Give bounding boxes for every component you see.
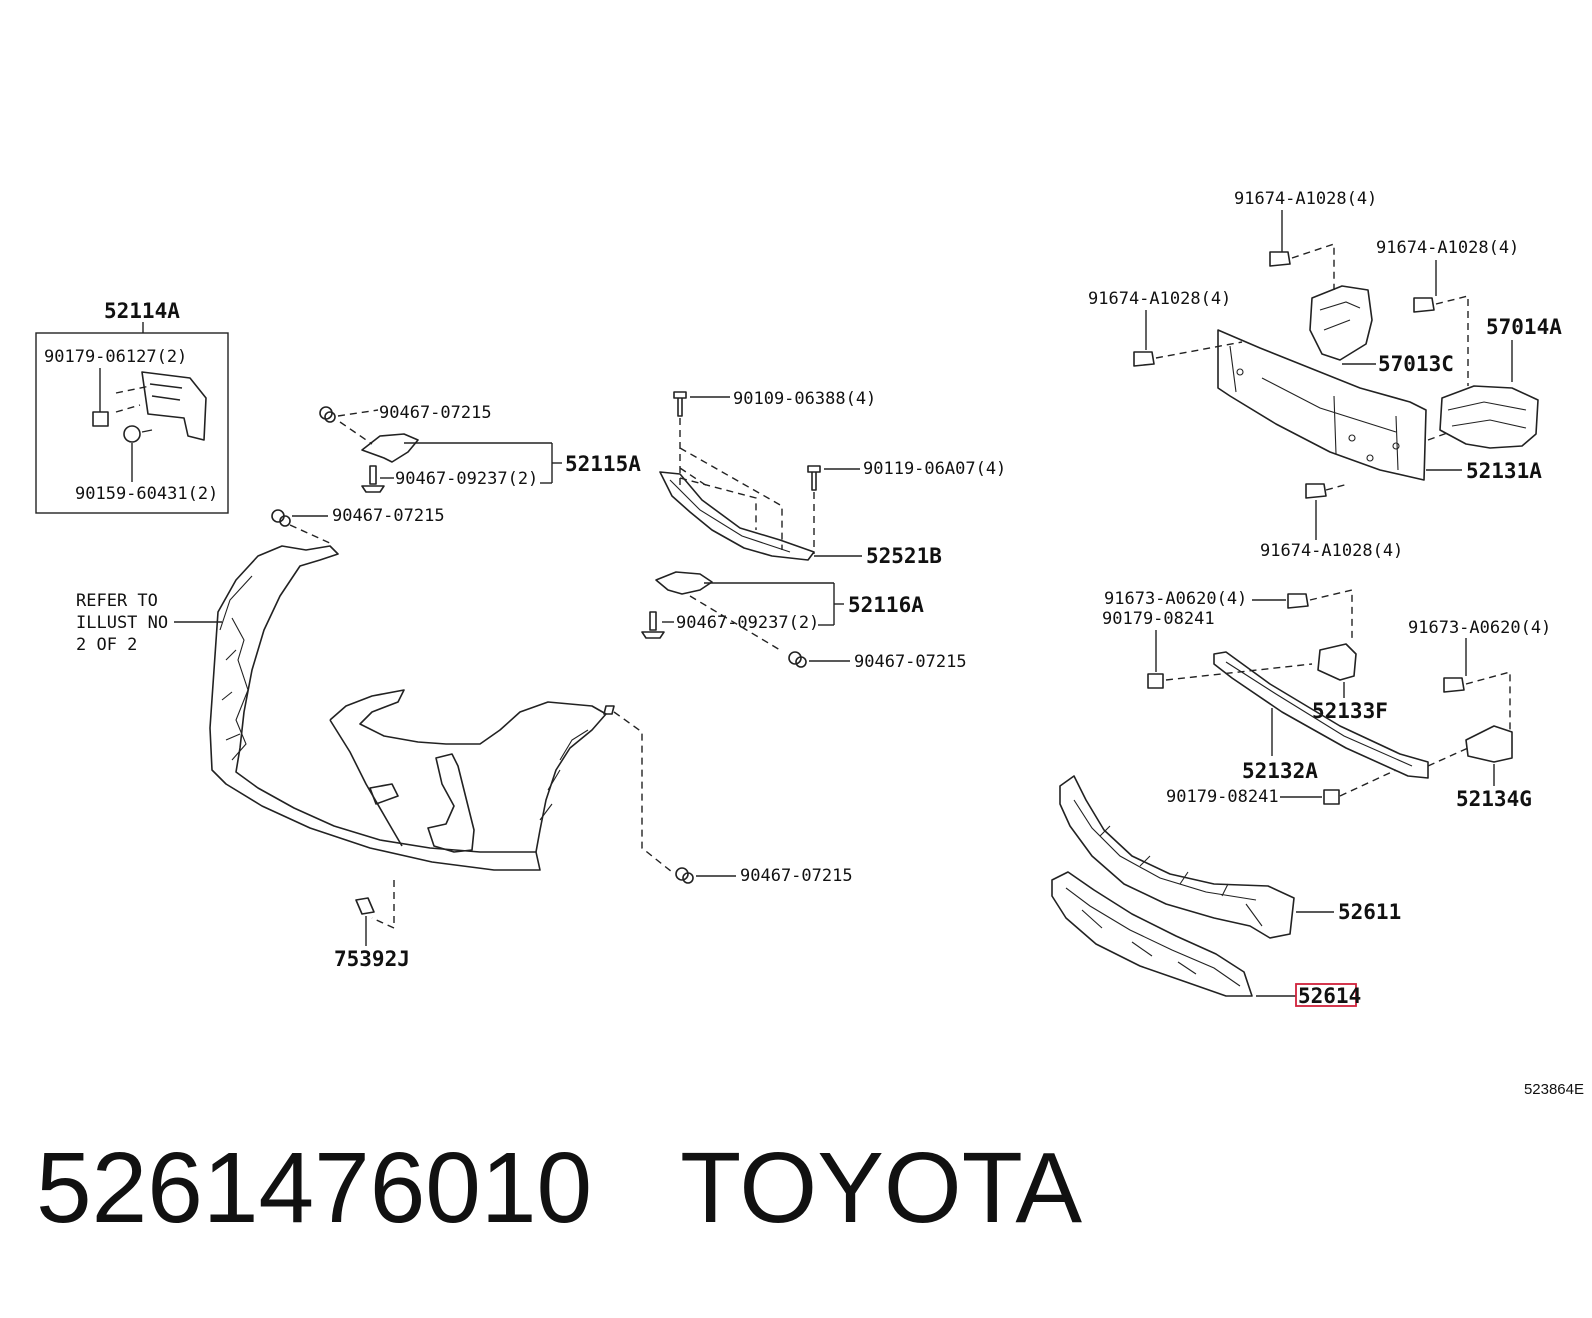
bracket-57013C-icon: [1309, 285, 1373, 361]
part-label-52521B[interactable]: 52521B: [866, 544, 942, 568]
absorber-52132A-icon: [1213, 651, 1429, 779]
part-label-90179-08241-a[interactable]: 90179-08241: [1102, 609, 1215, 629]
part-label-52115A[interactable]: 52115A: [565, 452, 641, 476]
part-label-52114A[interactable]: 52114A: [104, 299, 180, 323]
undercover-52614-icon: [1051, 871, 1253, 997]
retainer-52134G-icon: [1465, 725, 1513, 763]
group-52115A: 90467-07215 52115A 90467-09237(2): [319, 403, 641, 493]
bolt-icon: [1443, 677, 1465, 693]
group-52132A: 91673-A0620(4) 90179-08241 52133F 91673-…: [1102, 589, 1551, 811]
part-label-52614[interactable]: 52614: [1298, 984, 1361, 1008]
clip-icon: [788, 651, 802, 665]
highlight-box-52614: [1295, 983, 1357, 1007]
bolt-icon: [673, 391, 687, 417]
part-label-52611[interactable]: 52611: [1338, 900, 1401, 924]
bracket-52116A-icon: [655, 571, 713, 595]
part-label-90467-07215[interactable]: 90467-07215: [379, 403, 492, 423]
nut-icon: [1147, 673, 1164, 689]
part-label-90159-60431[interactable]: 90159-60431(2): [75, 484, 218, 504]
part-label-90179-08241-b[interactable]: 90179-08241: [1166, 787, 1279, 807]
bracket-52114A-icon: [141, 371, 207, 441]
part-label-52132A[interactable]: 52132A: [1242, 759, 1318, 783]
part-label-91673-left[interactable]: 91673-A0620(4): [1104, 589, 1247, 609]
refer-note-line2: ILLUST NO: [76, 613, 168, 633]
pin-clip-icon: [361, 465, 385, 493]
part-label-52134G[interactable]: 52134G: [1456, 787, 1532, 811]
emblem-75392J-icon: [355, 897, 375, 915]
part-label-75392J[interactable]: 75392J: [334, 947, 410, 971]
bolt-icon: [1133, 351, 1155, 367]
part-number: 5261476010: [36, 1132, 593, 1244]
part-label-90109-06388[interactable]: 90109-06388(4): [733, 389, 876, 409]
part-label-91674-left[interactable]: 91674-A1028(4): [1088, 289, 1231, 309]
part-label-90467-09237-b[interactable]: 90467-09237(2): [676, 613, 819, 633]
group-52116A: 52116A 90467-09237(2) 90467-07215: [641, 571, 967, 672]
reinforcement-52131A-icon: [1217, 329, 1427, 481]
bolt-icon: [1413, 297, 1435, 313]
group-52114A: 52114A 90179-06127(2) 90159-60431(2): [35, 299, 229, 514]
part-label-90119-06A07[interactable]: 90119-06A07(4): [863, 459, 1006, 479]
bolt-icon: [1269, 251, 1291, 267]
bolt-icon: [1305, 483, 1327, 499]
fog-lamp-bezel-icon: [427, 753, 475, 853]
bolt-icon: [807, 465, 821, 491]
part-label-90179-06127[interactable]: 90179-06127(2): [44, 347, 187, 367]
sensor-hole-icon: [369, 783, 399, 805]
part-label-57013C[interactable]: 57013C: [1378, 352, 1454, 376]
brand-name: TOYOTA: [680, 1132, 1083, 1244]
bolt-icon: [1287, 593, 1309, 609]
part-label-90467-09237[interactable]: 90467-09237(2): [395, 469, 538, 489]
clip-icon: [675, 867, 689, 881]
part-label-90467-07215-d[interactable]: 90467-07215: [740, 866, 853, 886]
nut-icon: [1323, 789, 1340, 805]
bracket-57014A-icon: [1439, 385, 1539, 449]
part-label-52116A[interactable]: 52116A: [848, 593, 924, 617]
part-label-91674-right[interactable]: 91674-A1028(4): [1376, 238, 1519, 258]
part-label-90467-07215-b[interactable]: 90467-07215: [332, 506, 445, 526]
group-52611-52614: 52611 52614: [1051, 775, 1401, 1008]
part-label-52133F[interactable]: 52133F: [1312, 699, 1388, 723]
refer-note-line1: REFER TO: [76, 591, 158, 611]
bumper-cover-assembly: 90467-07215 90467-07215 REFER TO ILLUST …: [76, 506, 853, 971]
part-label-52131A[interactable]: 52131A: [1466, 459, 1542, 483]
retainer-52133F-icon: [1317, 643, 1357, 681]
group-52131A: 91674-A1028(4) 91674-A1028(4) 91674-A102…: [1088, 189, 1562, 561]
retainer-52611-icon: [1059, 775, 1295, 939]
bumper-cover-icon: [209, 545, 541, 871]
part-label-90467-07215-c[interactable]: 90467-07215: [854, 652, 967, 672]
group-52521B: 90109-06388(4) 90119-06A07(4) 52521B: [659, 389, 1006, 568]
diagram-reference-code: 523864E: [1524, 1081, 1584, 1098]
pin-clip-icon: [641, 611, 665, 639]
screw-icon: [123, 425, 141, 443]
nut-icon: [92, 411, 109, 427]
part-label-91674-top[interactable]: 91674-A1028(4): [1234, 189, 1377, 209]
group-box-52114A: [35, 332, 229, 514]
part-label-91674-bottom[interactable]: 91674-A1028(4): [1260, 541, 1403, 561]
part-label-91673-right[interactable]: 91673-A0620(4): [1408, 618, 1551, 638]
refer-note-line3: 2 OF 2: [76, 635, 137, 655]
bracket-52115A-icon: [361, 433, 419, 463]
retainer-52521B-icon: [659, 471, 815, 561]
part-label-57014A[interactable]: 57014A: [1486, 315, 1562, 339]
